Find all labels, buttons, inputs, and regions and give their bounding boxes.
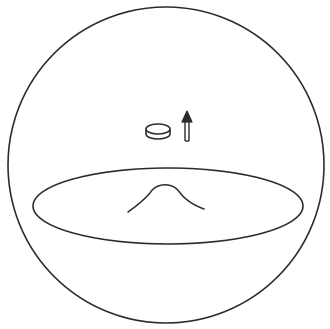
- central-bump: [128, 185, 204, 212]
- up-arrow-icon: [182, 111, 192, 141]
- equatorial-disk: [33, 168, 303, 244]
- outer-sphere: [8, 7, 324, 323]
- small-disk-object: [146, 124, 170, 139]
